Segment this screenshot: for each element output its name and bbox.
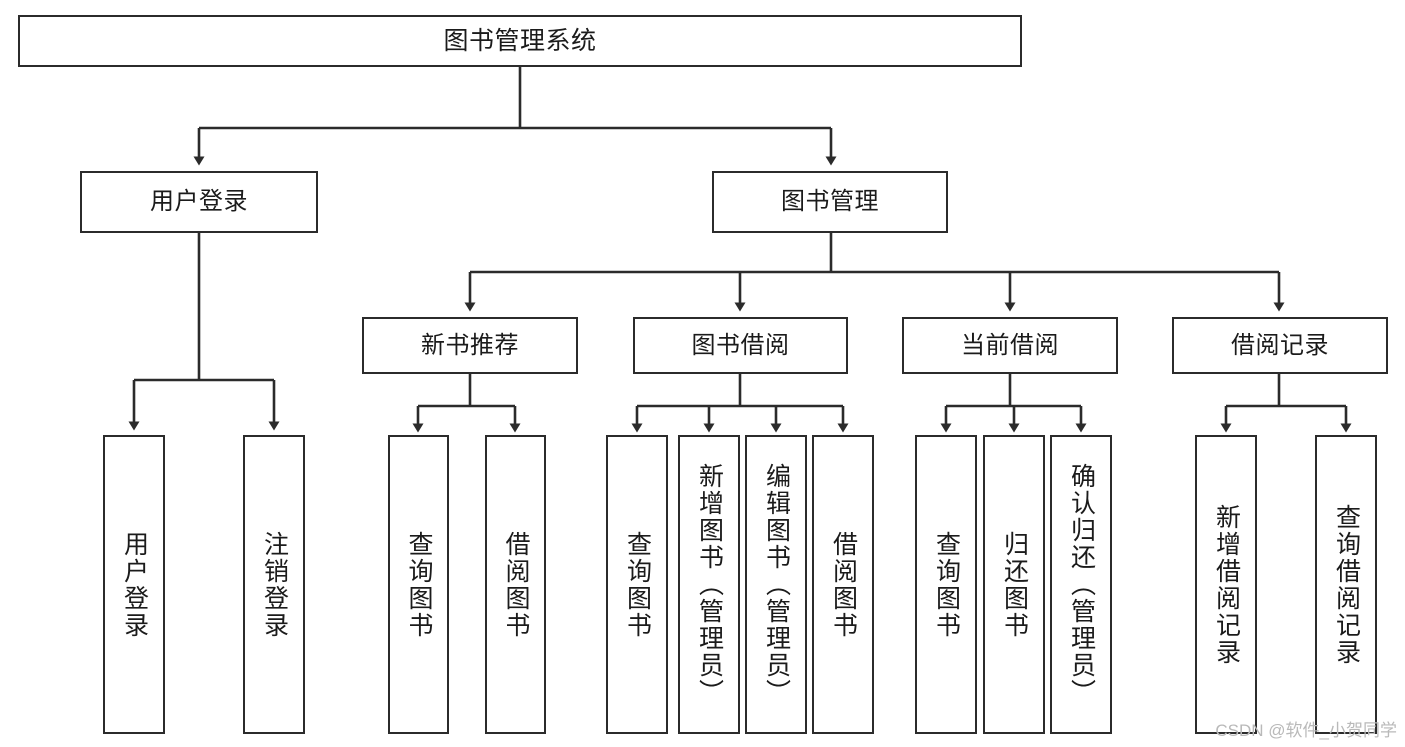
leaf-current-return-book[interactable]: 归还图书: [983, 435, 1045, 734]
leaf-borrow-borrow-book[interactable]: 借阅图书: [812, 435, 874, 734]
node-label: 查询图书: [932, 530, 961, 639]
node-label: 当前借阅: [961, 331, 1059, 359]
node-label: 图书管理: [781, 188, 879, 216]
node-user-login[interactable]: 用户登录: [80, 171, 318, 233]
node-label: 编辑图书（管理员）: [762, 463, 791, 706]
node-new-book-recommend[interactable]: 新书推荐: [362, 317, 578, 374]
node-label: 图书管理系统: [443, 26, 597, 55]
node-label: 用户登录: [120, 530, 149, 639]
node-book-management[interactable]: 图书管理: [712, 171, 948, 233]
node-current-borrow[interactable]: 当前借阅: [902, 317, 1118, 374]
leaf-record-add-record[interactable]: 新增借阅记录: [1195, 435, 1257, 734]
leaf-recommend-borrow-book[interactable]: 借阅图书: [485, 435, 546, 734]
node-label: 查询图书: [405, 530, 433, 639]
node-label: 新书推荐: [421, 331, 519, 359]
leaf-borrow-add-book-admin[interactable]: 新增图书（管理员）: [678, 435, 740, 734]
node-label: 注销登录: [260, 530, 289, 639]
leaf-current-confirm-return-admin[interactable]: 确认归还（管理员）: [1050, 435, 1112, 734]
node-root-system[interactable]: 图书管理系统: [18, 15, 1022, 67]
node-label: 确认归还（管理员）: [1067, 463, 1096, 706]
node-label: 借阅图书: [502, 530, 530, 639]
leaf-borrow-edit-book-admin[interactable]: 编辑图书（管理员）: [745, 435, 807, 734]
leaf-borrow-query-book[interactable]: 查询图书: [606, 435, 668, 734]
node-label: 新增借阅记录: [1212, 503, 1241, 666]
leaf-user-login[interactable]: 用户登录: [103, 435, 165, 734]
node-book-borrow[interactable]: 图书借阅: [633, 317, 848, 374]
leaf-user-logout[interactable]: 注销登录: [243, 435, 305, 734]
leaf-record-query-record[interactable]: 查询借阅记录: [1315, 435, 1377, 734]
node-label: 图书借阅: [691, 331, 790, 359]
node-label: 归还图书: [1000, 530, 1029, 639]
node-label: 查询借阅记录: [1332, 503, 1361, 666]
node-label: 借阅记录: [1231, 331, 1329, 359]
node-label: 新增图书（管理员）: [695, 463, 724, 706]
node-label: 借阅图书: [829, 530, 858, 639]
leaf-current-query-book[interactable]: 查询图书: [915, 435, 977, 734]
node-label: 查询图书: [623, 530, 652, 639]
node-borrow-record[interactable]: 借阅记录: [1172, 317, 1388, 374]
leaf-recommend-query-book[interactable]: 查询图书: [388, 435, 449, 734]
node-label: 用户登录: [150, 188, 248, 216]
